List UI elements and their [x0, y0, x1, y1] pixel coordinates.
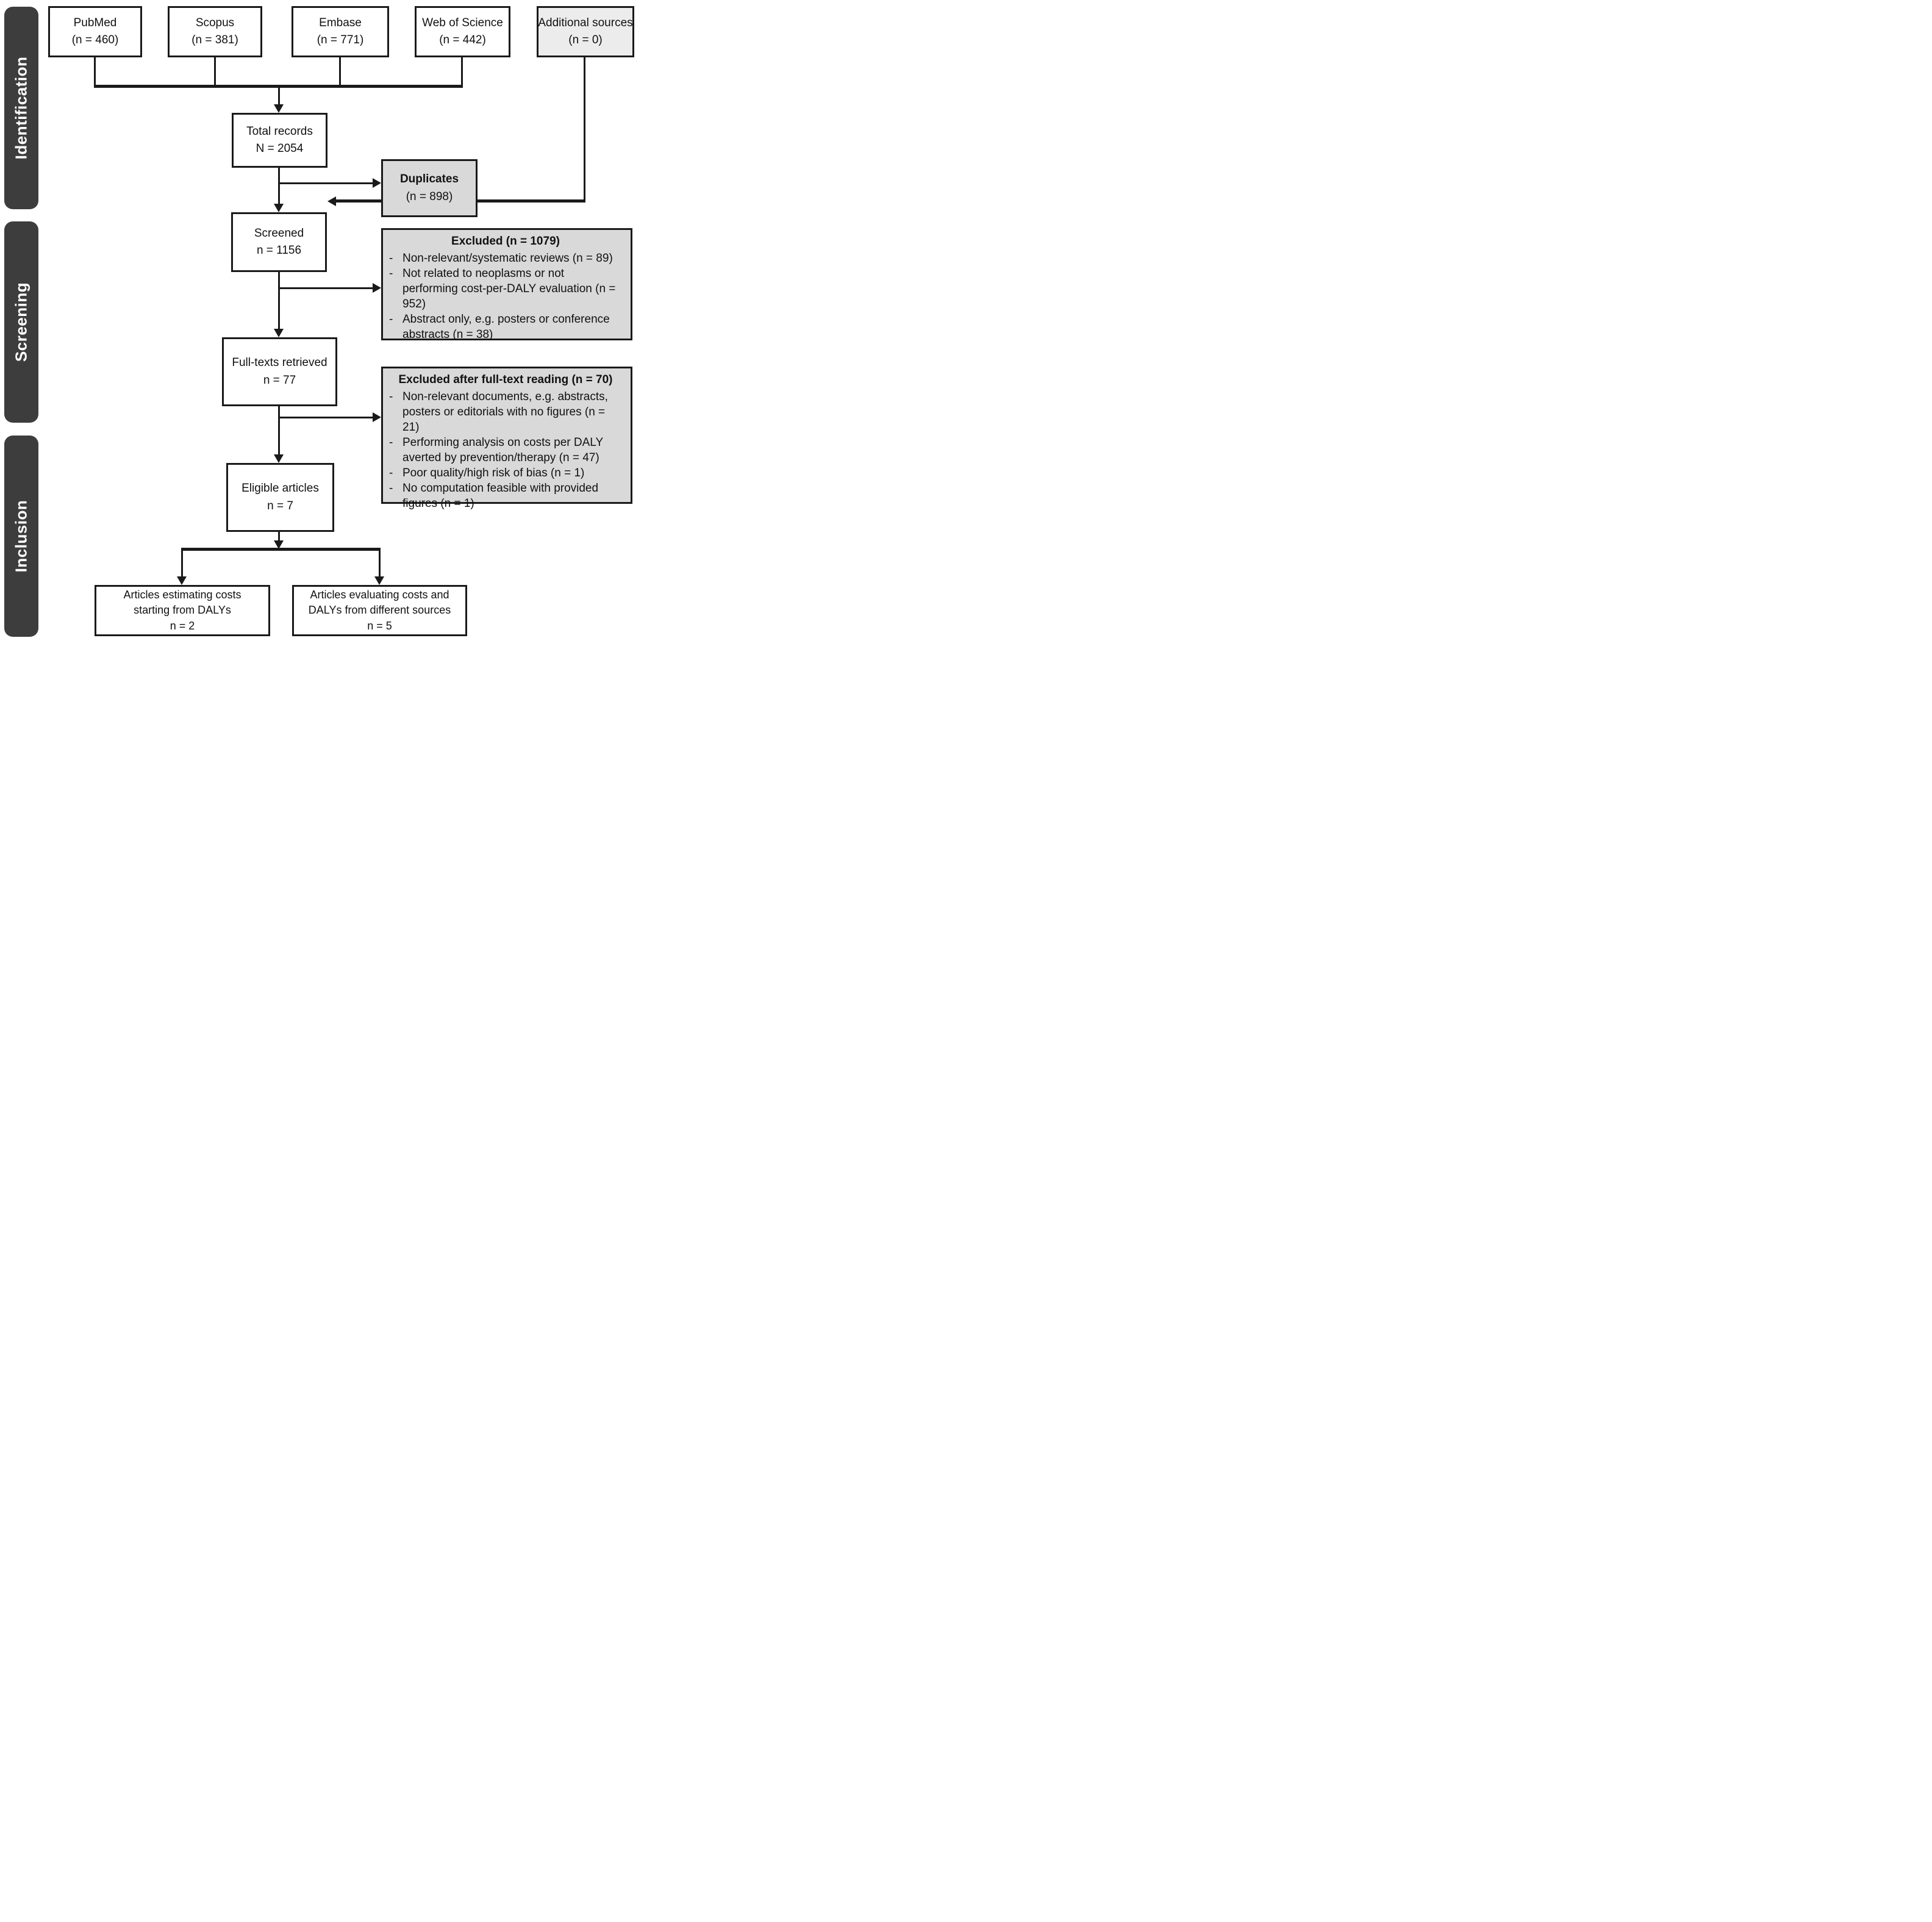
side-box-excluded-fulltext: Excluded after full-text reading (n = 70…	[381, 367, 632, 510]
connector-pubmed-down	[94, 57, 96, 87]
excluded-item: -Poor quality/high risk of bias (n = 1)	[389, 465, 622, 481]
source-name: Scopus	[195, 16, 235, 29]
connector-eligible-down	[278, 532, 280, 542]
source-count: (n = 442)	[439, 34, 486, 46]
stage-label-screening: Screening	[12, 282, 30, 362]
outcome-line: starting from DALYs	[134, 604, 231, 617]
dash-bullet: -	[389, 267, 393, 280]
excluded-item: -Non-relevant documents, e.g. abstracts,…	[389, 389, 622, 435]
flow-count: n = 7	[267, 499, 293, 512]
flow-box-total-records: Total records N = 2054	[232, 113, 327, 168]
flow-count: n = 1156	[256, 244, 302, 257]
connector-to-excluded-screening	[279, 287, 374, 289]
connector-fulltexts-to-eligible	[278, 406, 280, 455]
outcome-count: n = 5	[367, 619, 392, 632]
arrow-left-icon	[327, 196, 336, 206]
source-box-web-of-science: Web of Science (n = 442)	[415, 6, 510, 57]
excluded-item-text: Performing analysis on costs per DALY av…	[402, 436, 603, 464]
dash-bullet: -	[389, 312, 393, 326]
connector-scopus-down	[214, 57, 216, 87]
arrow-down-icon	[274, 104, 284, 113]
connector-to-duplicates	[279, 182, 374, 184]
source-count: (n = 460)	[71, 34, 119, 46]
dash-bullet: -	[389, 436, 393, 449]
connector-to-excluded-fulltext	[279, 417, 374, 418]
excluded-item: -No computation feasible with provided f…	[389, 481, 622, 511]
arrow-down-icon	[274, 204, 284, 212]
arrow-right-icon	[373, 178, 381, 188]
source-name: Embase	[319, 16, 362, 29]
excluded-item: -Non-relevant/systematic reviews (n = 89…	[389, 251, 622, 266]
connector-wos-down	[461, 57, 463, 87]
excluded-item-text: Poor quality/high risk of bias (n = 1)	[402, 467, 585, 480]
arrow-down-icon	[274, 454, 284, 463]
outcome-count: n = 2	[170, 619, 195, 632]
connector-total-to-screened	[278, 168, 280, 204]
excluded-item: -Not related to neoplasms or not perform…	[389, 266, 622, 312]
outcome-line: Articles estimating costs	[123, 588, 242, 601]
source-name: PubMed	[73, 16, 117, 29]
connector-embase-down	[339, 57, 341, 87]
connector-split-right-down	[379, 548, 381, 577]
duplicates-count: (n = 898)	[406, 190, 453, 203]
connector-screened-to-fulltexts	[278, 272, 280, 329]
excluded-item-text: Non-relevant documents, e.g. abstracts, …	[402, 390, 608, 434]
excluded-fulltext-items: -Non-relevant documents, e.g. abstracts,…	[389, 389, 622, 512]
side-box-excluded-screening: Excluded (n = 1079) -Non-relevant/system…	[381, 228, 632, 342]
arrow-down-icon	[177, 576, 187, 585]
flow-label: Total records	[246, 124, 313, 138]
source-box-additional-sources: Additional sources (n = 0)	[537, 6, 634, 57]
flow-label: Screened	[254, 226, 304, 240]
stage-band-screening: Screening	[4, 221, 38, 423]
outcome-line: DALYs from different sources	[308, 604, 451, 617]
connector-join-to-total	[278, 85, 280, 106]
source-count: (n = 771)	[317, 34, 364, 46]
source-name: Web of Science	[422, 16, 503, 29]
flow-box-eligible: Eligible articles n = 7	[226, 463, 334, 532]
excluded-item: -Performing analysis on costs per DALY a…	[389, 435, 622, 465]
excluded-item-text: Non-relevant/systematic reviews (n = 89)	[402, 251, 613, 265]
excluded-item: -Abstract only, e.g. posters or conferen…	[389, 312, 622, 342]
prisma-flow-diagram: Identification Screening Inclusion PubMe…	[0, 0, 644, 640]
flow-label: Eligible articles	[242, 482, 319, 495]
arrow-down-icon	[274, 329, 284, 337]
dash-bullet: -	[389, 390, 393, 403]
connector-additional-down	[584, 57, 585, 203]
stage-label-identification: Identification	[12, 56, 30, 160]
arrow-right-icon	[373, 412, 381, 422]
stage-band-identification: Identification	[4, 7, 38, 209]
side-box-duplicates: Duplicates (n = 898)	[381, 159, 478, 217]
source-box-pubmed: PubMed (n = 460)	[48, 6, 142, 57]
outcome-box-evaluating-costs: Articles evaluating costs and DALYs from…	[292, 585, 467, 636]
source-count: (n = 0)	[568, 34, 603, 46]
source-box-scopus: Scopus (n = 381)	[168, 6, 262, 57]
source-box-embase: Embase (n = 771)	[292, 6, 389, 57]
excluded-item-text: Not related to neoplasms or not performi…	[402, 267, 616, 310]
stage-band-inclusion: Inclusion	[4, 436, 38, 637]
flow-box-screened: Screened n = 1156	[231, 212, 327, 272]
dash-bullet: -	[389, 482, 393, 495]
outcome-box-estimating-costs: Articles estimating costs starting from …	[95, 585, 270, 636]
flow-count: N = 2054	[256, 142, 304, 155]
dash-bullet: -	[389, 251, 393, 265]
arrow-right-icon	[373, 283, 381, 293]
dash-bullet: -	[389, 467, 393, 480]
outcome-line: Articles evaluating costs and	[310, 588, 449, 601]
stage-label-inclusion: Inclusion	[12, 500, 30, 573]
flow-count: n = 77	[263, 373, 296, 387]
arrow-down-icon	[374, 576, 384, 585]
excluded-item-text: Abstract only, e.g. posters or conferenc…	[402, 312, 610, 342]
source-name: Additional sources	[538, 16, 633, 29]
connector-split-bar	[181, 548, 381, 551]
excluded-item-text: No computation feasible with provided fi…	[402, 482, 599, 511]
flow-box-full-texts: Full-texts retrieved n = 77	[222, 337, 337, 406]
arrow-down-icon	[274, 540, 284, 549]
source-count: (n = 381)	[191, 34, 238, 46]
excluded-screening-title: Excluded (n = 1079)	[451, 235, 560, 248]
excluded-fulltext-title: Excluded after full-text reading (n = 70…	[398, 373, 613, 386]
excluded-screening-items: -Non-relevant/systematic reviews (n = 89…	[389, 251, 622, 342]
duplicates-title: Duplicates	[399, 173, 459, 185]
connector-split-left-down	[181, 548, 183, 577]
flow-label: Full-texts retrieved	[232, 356, 327, 369]
